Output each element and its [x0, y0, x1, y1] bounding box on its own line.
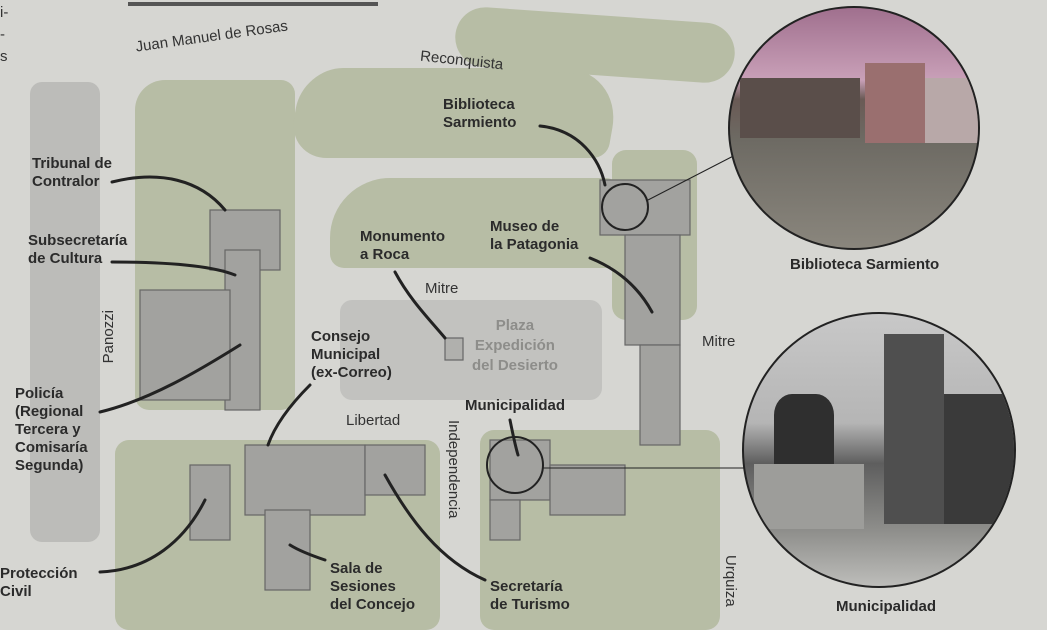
- building-municipalidad-annex: [489, 499, 521, 541]
- building-cultura: [224, 249, 261, 411]
- building-policia: [139, 289, 231, 401]
- caption-biblioteca-sarmiento: Biblioteca Sarmiento: [790, 256, 940, 273]
- library-photo: [728, 6, 980, 250]
- label-museo-de-la-patagonia: Museo de la Patagonia: [490, 218, 579, 253]
- building-turismo: [364, 444, 426, 496]
- label-sala-de-sesiones: Sala de Sesiones del Concejo: [330, 560, 416, 613]
- street-mitre-top: Mitre: [425, 280, 459, 297]
- street-independencia: Independencia: [445, 420, 462, 519]
- building-biblioteca: [599, 179, 691, 236]
- building-sala: [264, 509, 311, 591]
- label-policia: Policía (Regional Tercera y Comisaría Se…: [15, 385, 88, 474]
- building-municipalidad: [489, 439, 551, 501]
- building-consejo: [244, 444, 366, 516]
- building-municipalidad-wing: [549, 464, 626, 516]
- plaza-block: [340, 300, 602, 400]
- town-hall-photo: [742, 312, 1016, 588]
- caption-municipalidad: Municipalidad: [836, 598, 937, 615]
- label-monumento-a-roca: Monumento a Roca: [360, 228, 445, 263]
- label-proteccion-civil: Protección Civil: [0, 565, 78, 600]
- sidewalk-block: [30, 82, 100, 542]
- street-libertad: Libertad: [346, 412, 401, 429]
- building-annex: [639, 344, 681, 446]
- library-building-tower: [865, 63, 925, 143]
- label-biblioteca-sarmiento: Biblioteca Sarmiento: [443, 96, 517, 131]
- monumento-roca: [444, 337, 464, 361]
- label-plaza-expedicion-del-desierto: Plaza Expedición del Desierto: [472, 317, 558, 374]
- building-proteccion: [189, 464, 231, 541]
- label-secretaria-de-turismo: Secretaría de Turismo: [490, 578, 570, 613]
- street-panozzi: Panozzi: [100, 310, 117, 364]
- library-building-right: [925, 78, 978, 143]
- label-municipalidad: Municipalidad: [465, 397, 566, 414]
- divider: [128, 2, 378, 6]
- margin-text: i- - s: [0, 4, 9, 65]
- equestrian-statue: [774, 394, 834, 464]
- label-tribunal-de-contralor: Tribunal de Contralor: [32, 155, 113, 190]
- street-urquiza: Urquiza: [722, 555, 739, 607]
- building-museo: [624, 234, 681, 346]
- monument-base: [754, 464, 864, 529]
- green-block-center: [330, 178, 620, 268]
- town-hall-tower: [884, 334, 944, 524]
- highlight-biblioteca: [601, 183, 649, 231]
- town-hall-wing: [944, 394, 1014, 524]
- library-building-left: [740, 78, 860, 138]
- label-consejo-municipal: Consejo Municipal (ex-Correo): [311, 328, 392, 381]
- label-subsecretaria-de-cultura: Subsecretaría de Cultura: [28, 232, 128, 267]
- street-mitre-right: Mitre: [702, 333, 736, 350]
